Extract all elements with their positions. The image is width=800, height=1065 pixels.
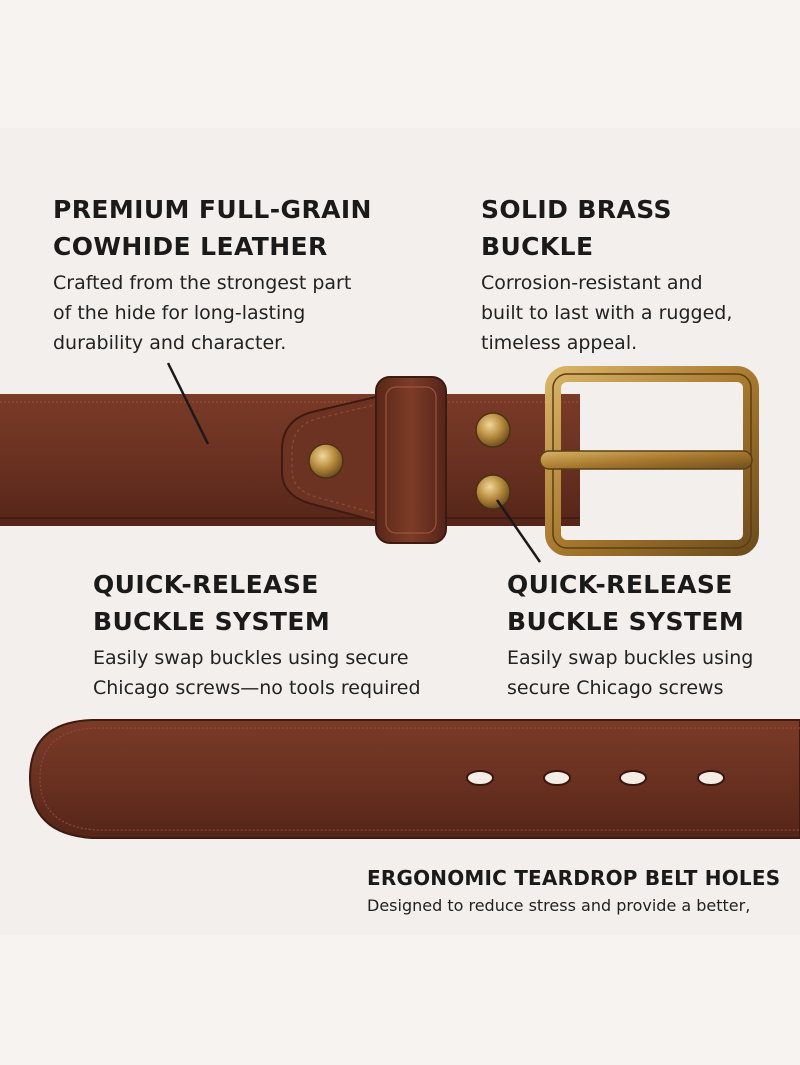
brass-title: SOLID BRASS BUCKLE [481,191,732,265]
belt-keeper [375,376,447,544]
rivet-icon [308,443,344,479]
bottom-background-band [0,935,800,1065]
brass-buckle [539,366,759,556]
brass-desc-line3: timeless appeal. [481,332,638,354]
belt-holes-description: Designed to reduce stress and provide a … [367,894,780,918]
lower-belt-strap [28,719,800,839]
quick-release-right-description: Easily swap buckles using secure Chicago… [507,643,753,703]
quick-release-left-title-line1: QUICK-RELEASE [93,570,319,599]
belt-holes-title: ERGONOMIC TEARDROP BELT HOLES [367,864,780,892]
brass-callout: SOLID BRASS BUCKLE Corrosion-resistant a… [481,191,732,358]
belt-holes-title-text: ERGONOMIC TEARDROP BELT HOLES [367,866,781,890]
leather-desc-line2: of the hide for long-lasting [53,302,306,324]
leather-title: PREMIUM FULL-GRAIN COWHIDE LEATHER [53,191,372,265]
top-background-band [0,0,800,128]
chicago-screw-bottom-icon [475,474,511,510]
quick-release-right-desc-line1: Easily swap buckles using [507,647,754,669]
quick-release-left-callout: QUICK-RELEASE BUCKLE SYSTEM Easily swap … [93,566,421,703]
belt-hole-1 [466,770,494,786]
quick-release-left-desc-line2: Chicago screws—no tools required [93,677,421,699]
quick-release-right-title-line2: BUCKLE SYSTEM [507,607,745,636]
quick-release-left-description: Easily swap buckles using secure Chicago… [93,643,421,703]
quick-release-left-title-line2: BUCKLE SYSTEM [93,607,331,636]
brass-title-line2: BUCKLE [481,232,594,261]
screw-leader-line [495,499,542,563]
leather-title-line1: PREMIUM FULL-GRAIN [53,195,372,224]
quick-release-left-title: QUICK-RELEASE BUCKLE SYSTEM [93,566,421,640]
quick-release-right-title: QUICK-RELEASE BUCKLE SYSTEM [507,566,753,640]
quick-release-left-desc-line1: Easily swap buckles using secure [93,647,409,669]
belt-holes-callout: ERGONOMIC TEARDROP BELT HOLES Designed t… [367,864,780,918]
leather-callout: PREMIUM FULL-GRAIN COWHIDE LEATHER Craft… [53,191,372,358]
brass-desc-line1: Corrosion-resistant and [481,272,703,294]
brass-title-line1: SOLID BRASS [481,195,672,224]
brass-description: Corrosion-resistant and built to last wi… [481,268,732,358]
belt-hole-2 [543,770,571,786]
leather-desc-line1: Crafted from the strongest part [53,272,352,294]
quick-release-right-desc-line2: secure Chicago screws [507,677,724,699]
leather-title-line2: COWHIDE LEATHER [53,232,328,261]
belt-holes-desc-text: Designed to reduce stress and provide a … [367,896,751,915]
belt-hole-4 [697,770,725,786]
quick-release-right-callout: QUICK-RELEASE BUCKLE SYSTEM Easily swap … [507,566,753,703]
leather-description: Crafted from the strongest part of the h… [53,268,372,358]
brass-desc-line2: built to last with a rugged, [481,302,733,324]
belt-hole-3 [619,770,647,786]
quick-release-right-title-line1: QUICK-RELEASE [507,570,733,599]
leather-leader-line [166,362,210,445]
leather-desc-line3: durability and character. [53,332,287,354]
chicago-screw-top-icon [475,412,511,448]
